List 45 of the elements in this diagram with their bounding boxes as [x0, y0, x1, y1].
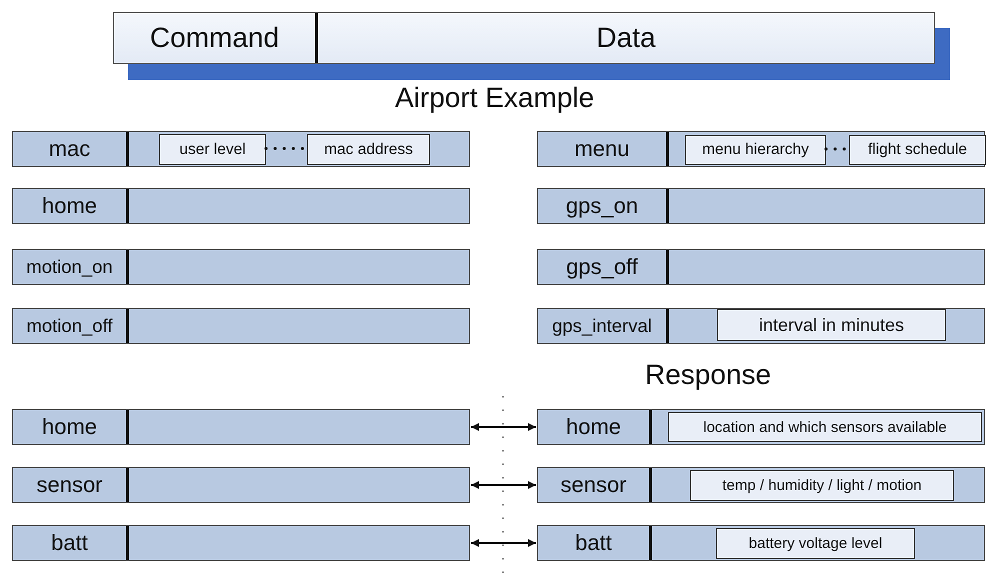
command-label: home	[13, 410, 129, 444]
command-label: gps_interval	[538, 309, 669, 343]
command-row-bar	[12, 131, 470, 167]
command-label: home	[13, 189, 129, 223]
command-label: gps_on	[538, 189, 669, 223]
command-row-bar	[12, 308, 470, 344]
command-label: batt	[13, 526, 129, 560]
command-label: sensor	[538, 468, 652, 502]
command-row-bar	[537, 131, 985, 167]
command-label: gps_off	[538, 250, 669, 284]
command-row-bar	[12, 249, 470, 285]
dotted-connector	[264, 147, 306, 150]
command-label: menu	[538, 132, 669, 166]
command-row-bar	[537, 308, 985, 344]
command-label: motion_off	[13, 309, 129, 343]
section-title: Airport Example	[395, 82, 594, 114]
double-arrow	[471, 481, 536, 489]
command-row-bar	[537, 249, 985, 285]
data-field: flight schedule	[849, 135, 986, 165]
data-field: interval in minutes	[717, 309, 946, 341]
command-row-bar	[12, 188, 470, 224]
double-arrow	[471, 539, 536, 547]
command-row-bar	[12, 467, 470, 503]
command-row-bar	[537, 188, 985, 224]
command-row-bar	[537, 409, 985, 445]
data-field: temp / humidity / light / motion	[690, 470, 954, 501]
section-title: Response	[645, 359, 772, 391]
data-field: location and which sensors available	[668, 412, 982, 442]
command-heading: Command	[114, 13, 318, 63]
double-arrow	[471, 423, 536, 431]
command-label: sensor	[13, 468, 129, 502]
command-row-bar	[537, 525, 985, 561]
dotted-connector	[824, 148, 848, 150]
command-row-bar	[12, 409, 470, 445]
data-heading: Data	[595, 21, 657, 55]
command-label: home	[538, 410, 652, 444]
command-row-bar	[537, 467, 985, 503]
data-field: menu hierarchy	[685, 135, 826, 165]
command-row-bar	[12, 525, 470, 561]
command-label: mac	[13, 132, 129, 166]
data-field: mac address	[307, 134, 430, 165]
data-field: battery voltage level	[716, 528, 915, 559]
command-label: batt	[538, 526, 652, 560]
command-label: motion_on	[13, 250, 129, 284]
data-field: user level	[159, 134, 266, 165]
